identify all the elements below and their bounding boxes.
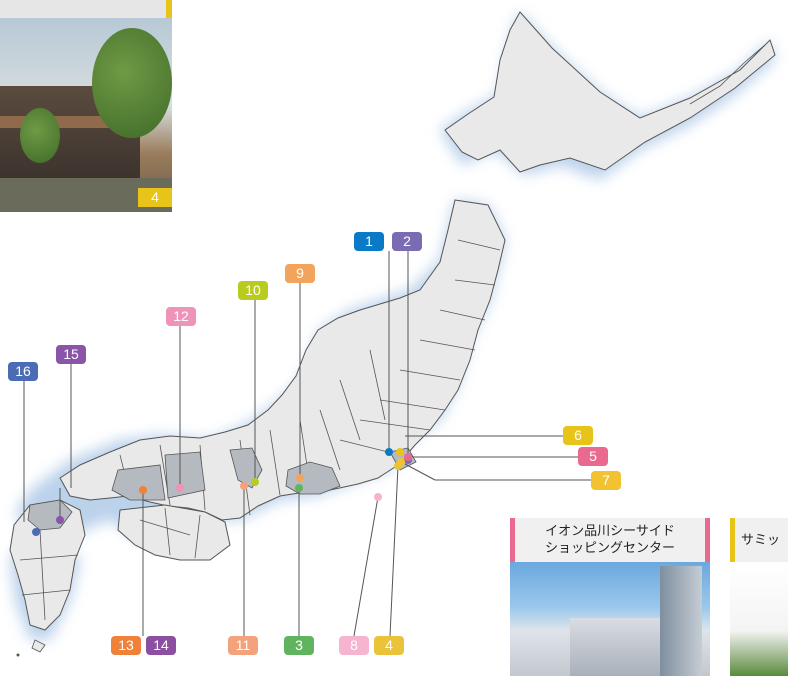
- marker-badge-5[interactable]: 5: [578, 447, 608, 466]
- store-card-photo: [510, 562, 710, 676]
- marker-dot-9: [296, 474, 304, 482]
- marker-dot-15: [56, 516, 64, 524]
- marker-dot-3: [295, 484, 303, 492]
- kyushu-shape: [9, 499, 86, 631]
- photo-tower: [660, 566, 702, 676]
- marker-badge-11[interactable]: 11: [228, 636, 258, 655]
- marker-badge-4[interactable]: 4: [374, 636, 404, 655]
- marker-dot-5: [404, 453, 412, 461]
- store-card-header: サミッ: [730, 518, 788, 562]
- marker-dot-1: [385, 448, 393, 456]
- marker-badge-1[interactable]: 1: [354, 232, 384, 251]
- marker-badge-12[interactable]: 12: [166, 307, 196, 326]
- marker-badge-6[interactable]: 6: [563, 426, 593, 445]
- marker-dot-11: [240, 482, 248, 490]
- hokkaido-shape: [444, 11, 776, 173]
- marker-dot-10: [251, 478, 259, 486]
- marker-badge-14[interactable]: 14: [146, 636, 176, 655]
- marker-badge-2[interactable]: 2: [392, 232, 422, 251]
- store-card-title: サミッ: [741, 533, 781, 548]
- hiroshima-shape: [111, 464, 166, 501]
- marker-dot-7: [397, 458, 405, 466]
- marker-badge-13[interactable]: 13: [111, 636, 141, 655]
- marker-dot-13: [139, 486, 147, 494]
- marker-dot-8: [374, 493, 382, 501]
- store-card-title: イオン品川シーサイド ショッピングセンター: [544, 524, 675, 556]
- marker-badge-16[interactable]: 16: [8, 362, 38, 381]
- marker-badge-15[interactable]: 15: [56, 345, 86, 364]
- marker-dot-16: [32, 528, 40, 536]
- store-photo-4[interactable]: 4: [0, 18, 172, 212]
- store-card-summit[interactable]: サミッ: [730, 518, 788, 676]
- okayama-shape: [164, 451, 206, 499]
- shikoku-shape: [117, 504, 231, 561]
- store-card-shinagawa[interactable]: イオン品川シーサイド ショッピングセンター: [510, 518, 710, 676]
- photo-badge: 4: [138, 188, 172, 207]
- marker-badge-3[interactable]: 3: [284, 636, 314, 655]
- marker-badge-7[interactable]: 7: [591, 471, 621, 490]
- photo-header-tab: [0, 0, 166, 18]
- marker-badge-10[interactable]: 10: [238, 281, 268, 300]
- marker-badge-8[interactable]: 8: [339, 636, 369, 655]
- photo-tree: [92, 28, 172, 138]
- photo-header-accent: [166, 0, 172, 18]
- marker-badge-9[interactable]: 9: [285, 264, 315, 283]
- marker-dot-12: [176, 484, 184, 492]
- marker-dot-6: [396, 448, 404, 456]
- store-card-photo: [730, 562, 788, 676]
- store-card-header: イオン品川シーサイド ショッピングセンター: [510, 518, 710, 562]
- photo-tree: [20, 108, 60, 163]
- photo-mall: [570, 618, 660, 676]
